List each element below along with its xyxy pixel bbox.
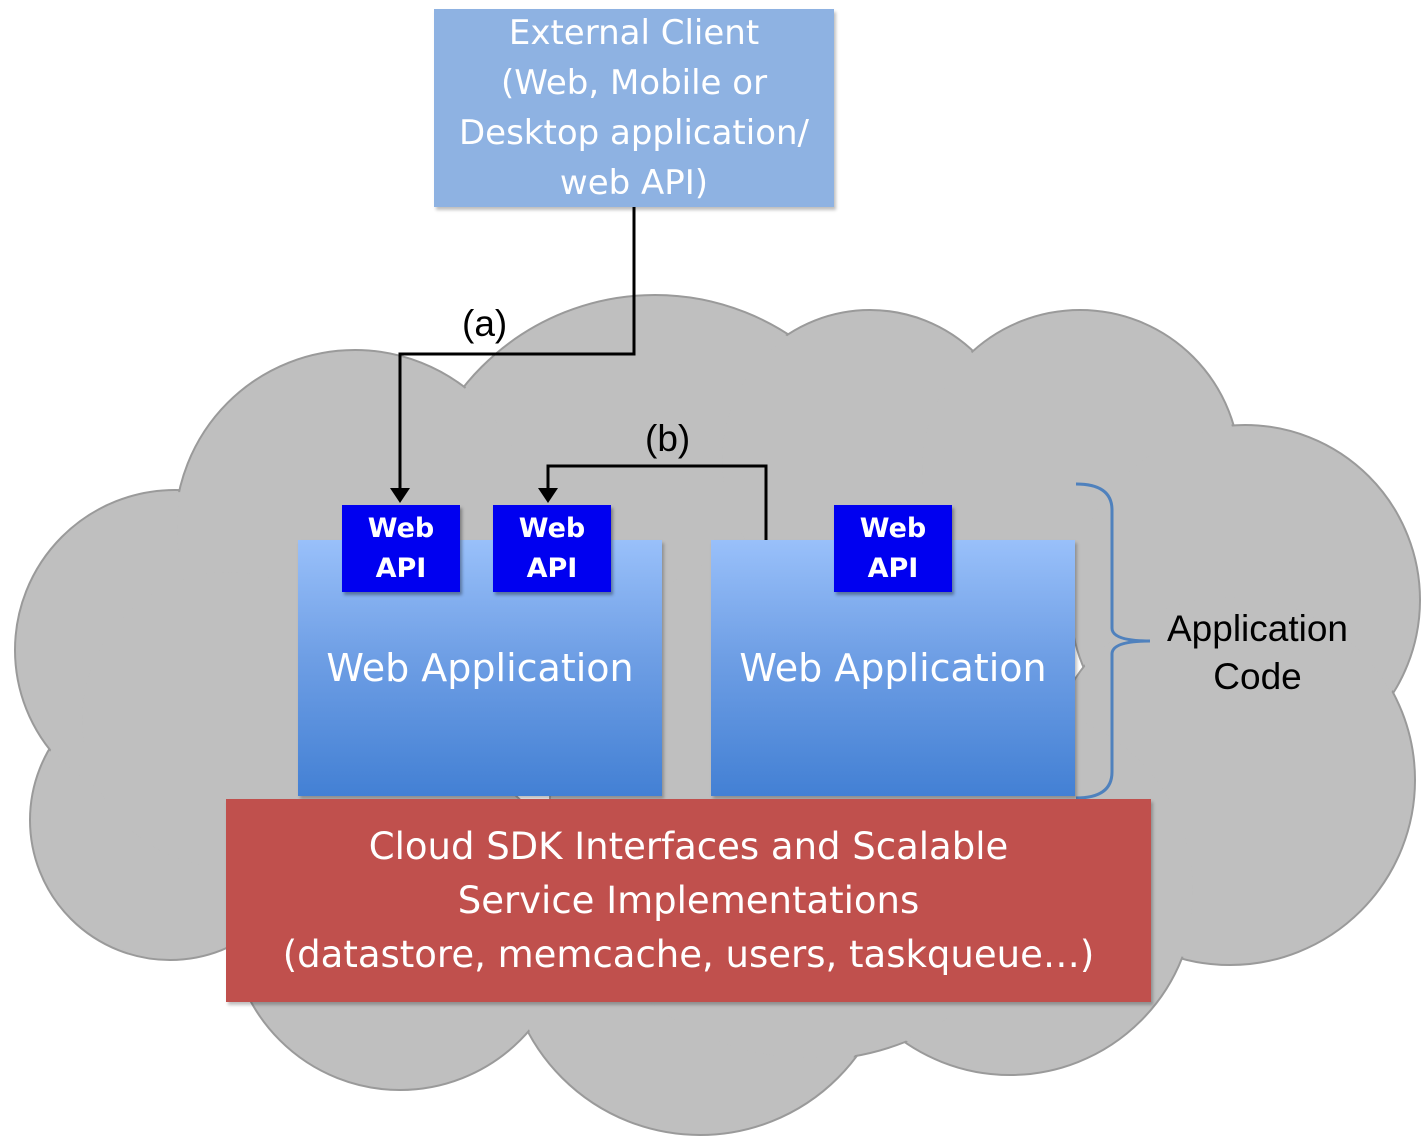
web-api-label-line2: API bbox=[526, 552, 578, 584]
web-application-label: Web Application bbox=[326, 646, 634, 690]
web-api-box-3: Web API bbox=[834, 505, 952, 592]
web-api-label-line2: API bbox=[867, 552, 919, 584]
connection-b-label: (b) bbox=[645, 418, 691, 459]
external-client-box: External Client (Web, Mobile or Desktop … bbox=[434, 9, 834, 207]
application-code-label: Application Code bbox=[1166, 608, 1348, 697]
web-api-label-line2: API bbox=[375, 552, 427, 584]
connection-a-label: (a) bbox=[462, 303, 508, 344]
cloud-sdk-box: Cloud SDK Interfaces and Scalable Servic… bbox=[226, 799, 1151, 1002]
application-code-brace bbox=[1075, 482, 1151, 800]
arrow-b-head bbox=[538, 488, 558, 503]
web-api-label-line1: Web bbox=[367, 512, 435, 544]
external-client-label: External Client (Web, Mobile or Desktop … bbox=[458, 13, 810, 203]
web-application-label: Web Application bbox=[739, 646, 1047, 690]
web-api-label-line1: Web bbox=[859, 512, 927, 544]
cloud-sdk-label: Cloud SDK Interfaces and Scalable Servic… bbox=[282, 824, 1095, 976]
web-api-label-line1: Web bbox=[518, 512, 586, 544]
web-api-box-1: Web API bbox=[342, 505, 460, 592]
arrow-a-head bbox=[390, 488, 410, 503]
connector-a bbox=[398, 207, 636, 495]
web-api-box-2: Web API bbox=[493, 505, 611, 592]
connector-b bbox=[546, 464, 768, 540]
